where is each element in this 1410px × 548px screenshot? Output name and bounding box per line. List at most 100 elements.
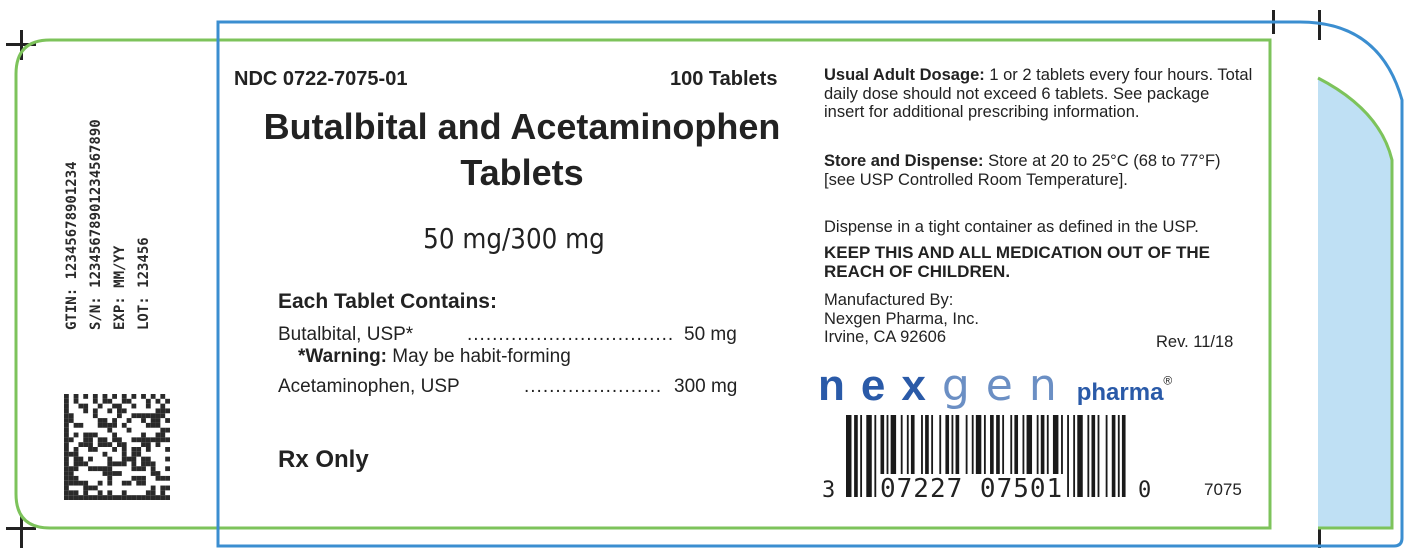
datamatrix-cell (64, 403, 69, 409)
datamatrix-cell (107, 471, 113, 476)
datamatrix-cell (160, 403, 166, 409)
datamatrix-cell (126, 495, 132, 500)
datamatrix-cell (88, 456, 93, 462)
dosage-label: Usual Adult Dosage: (824, 66, 985, 84)
datamatrix-cell (150, 418, 156, 423)
datamatrix-cell (83, 442, 89, 447)
datamatrix-cell (126, 456, 132, 462)
datamatrix-cell (68, 471, 74, 476)
storage-info: Store and Dispense: Store at 20 to 25°C … (824, 152, 1254, 189)
ingredient-1-leader: ................................. (467, 324, 675, 345)
datamatrix-cell (102, 418, 108, 423)
barcode-bar (925, 415, 929, 497)
datamatrix-cell (88, 485, 93, 491)
datamatrix-cell (112, 432, 117, 438)
crop-mark (1318, 10, 1321, 40)
datamatrix-cell (64, 451, 69, 457)
datamatrix-cell (97, 466, 103, 472)
datamatrix-cell (88, 495, 93, 500)
datamatrix-cell (136, 451, 142, 457)
datamatrix-cell (92, 413, 98, 419)
datamatrix-cell (64, 456, 69, 462)
datamatrix-cell (160, 394, 166, 399)
datamatrix-cell (102, 466, 108, 472)
datamatrix-cell (83, 490, 89, 496)
datamatrix-cell (97, 418, 103, 423)
barcode-bar (931, 415, 934, 497)
datamatrix-cell (131, 394, 137, 399)
datamatrix-cell (97, 480, 103, 486)
datamatrix-cell (64, 408, 69, 414)
datamatrix-cell (131, 461, 137, 467)
registered-mark: ® (1163, 373, 1173, 388)
datamatrix-cell (126, 480, 132, 486)
datamatrix-cell (102, 422, 108, 428)
barcode-bar (890, 415, 897, 497)
datamatrix-cell (97, 490, 103, 496)
datamatrix-cell (136, 466, 142, 472)
barcode-bar (1061, 415, 1063, 497)
datamatrix-cell (145, 437, 151, 443)
datamatrix-cell (141, 437, 146, 443)
barcode-bar (900, 415, 903, 497)
datamatrix-cell (160, 485, 166, 491)
datamatrix-cell (141, 495, 146, 500)
datamatrix-cell (88, 437, 93, 443)
datamatrix-cell (136, 475, 142, 481)
barcode-bar (860, 415, 863, 497)
logo-nex: nex (818, 361, 942, 410)
datamatrix-cell (78, 456, 84, 462)
barcode-bar (921, 415, 923, 497)
datamatrix-cell (73, 451, 79, 457)
barcode-bar (1067, 415, 1069, 497)
datamatrix-cell (150, 437, 156, 443)
datamatrix-cell (107, 461, 113, 467)
datamatrix-cell (145, 495, 151, 500)
datamatrix-cell (73, 495, 79, 500)
datamatrix-cell (145, 422, 151, 428)
logo-pharma: pharma (1076, 379, 1164, 406)
datamatrix-cell (165, 408, 170, 414)
datamatrix-cell (150, 394, 156, 399)
datamatrix-cell (102, 394, 108, 399)
ingredient-1-name: Butalbital, USP* (278, 324, 414, 345)
crop-mark (20, 515, 23, 548)
datamatrix-cell (165, 447, 170, 452)
datamatrix-cell (102, 471, 108, 476)
datamatrix-cell (88, 442, 93, 447)
datamatrix-cell (131, 413, 137, 419)
datamatrix-cell (73, 475, 79, 481)
datamatrix-cell (145, 442, 151, 447)
barcode-bar (965, 415, 968, 497)
datamatrix-cell (64, 442, 69, 447)
datamatrix-cell (141, 394, 146, 399)
datamatrix-cell (160, 437, 166, 443)
barcode-bar (1077, 415, 1083, 497)
storage-label: Store and Dispense: (824, 152, 984, 170)
datamatrix-cell (78, 403, 84, 409)
serial-number-line: S/N: 12345678901234567890 (88, 119, 104, 330)
dosage-info: Usual Adult Dosage: 1 or 2 tablets every… (824, 66, 1254, 122)
datamatrix-cell (102, 451, 108, 457)
ingredient-2-name: Acetaminophen, USP (278, 376, 460, 397)
barcode-bar (990, 415, 994, 497)
datamatrix-cell (131, 495, 137, 500)
datamatrix-cell (88, 447, 93, 452)
datamatrix-cell (145, 456, 151, 462)
datamatrix-cell (68, 451, 74, 457)
datamatrix-cell (112, 403, 117, 409)
datamatrix-cell (117, 408, 122, 414)
datamatrix-cell (64, 485, 69, 491)
datamatrix-cell (160, 490, 166, 496)
datamatrix-cell (155, 442, 161, 447)
datamatrix-cell (141, 475, 146, 481)
datamatrix-cell (83, 485, 89, 491)
datamatrix-cell (141, 432, 146, 438)
datamatrix-cell (121, 451, 127, 457)
datamatrix-cell (165, 437, 170, 443)
gtin-line: GTIN: 12345678901234 (64, 161, 80, 330)
datamatrix-cell (83, 437, 89, 443)
datamatrix-cell (102, 398, 108, 404)
datamatrix-code (64, 394, 170, 500)
datamatrix-cell (136, 437, 142, 443)
